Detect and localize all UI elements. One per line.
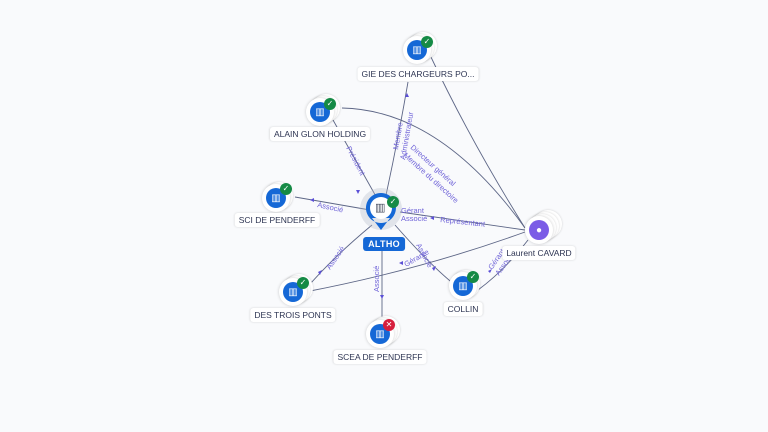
node-disc: ● xyxy=(525,216,553,244)
building-icon: ▥ xyxy=(412,44,422,56)
edge-label: Associé xyxy=(317,200,345,214)
arrow-marker xyxy=(310,198,314,202)
person-icon: ● xyxy=(535,224,543,236)
center-node-label[interactable]: ALTHO xyxy=(363,237,405,251)
edge-center-laurent[interactable] xyxy=(399,211,526,231)
arrow-marker xyxy=(430,216,434,220)
node-label[interactable]: DES TROIS PONTS xyxy=(250,308,336,322)
node-label[interactable]: COLLIN xyxy=(443,302,483,316)
edge-label: Représentant xyxy=(440,215,487,229)
edge-center-sci[interactable] xyxy=(294,196,371,211)
status-badge-active: ✓ xyxy=(467,271,479,283)
node-label[interactable]: SCEA DE PENDERFF xyxy=(333,350,427,364)
edge-label: Associé xyxy=(372,266,381,292)
status-badge-closed: ✕ xyxy=(383,319,395,331)
status-badge-active: ✓ xyxy=(280,183,292,195)
edge-label: Gérant xyxy=(401,206,425,215)
arrow-marker xyxy=(405,93,409,97)
edge-label: Associé xyxy=(401,214,427,223)
building-icon: ▥ xyxy=(375,202,386,214)
arrow-marker xyxy=(380,295,384,299)
edge-center-gie[interactable] xyxy=(384,81,409,201)
edge-laurent-alain[interactable] xyxy=(341,107,526,229)
status-badge-active: ✓ xyxy=(421,36,433,48)
building-icon: ▥ xyxy=(288,286,298,298)
building-icon: ▥ xyxy=(271,192,281,204)
node-label[interactable]: SCI DE PENDERFF xyxy=(234,213,320,227)
status-badge-active: ✓ xyxy=(324,98,336,110)
status-badge-active: ✓ xyxy=(387,196,399,208)
edge-label: Associé xyxy=(324,244,346,271)
building-icon: ▥ xyxy=(315,106,325,118)
node-label[interactable]: Laurent CAVARD xyxy=(502,246,576,260)
arrow-marker xyxy=(488,269,492,273)
node-label[interactable]: GIE DES CHARGEURS PO... xyxy=(357,67,479,81)
edge-center-alain[interactable] xyxy=(332,119,379,201)
status-badge-active: ✓ xyxy=(297,277,309,289)
edge-label: Président xyxy=(344,145,367,178)
node-disc: ▥ xyxy=(262,184,290,212)
arrow-marker xyxy=(356,190,360,194)
edge-laurent-trois[interactable] xyxy=(304,231,526,293)
building-icon: ▥ xyxy=(458,280,468,292)
node-label[interactable]: ALAIN GLON HOLDING xyxy=(269,127,371,141)
arrow-marker xyxy=(318,270,322,275)
edge-laurent-collin[interactable] xyxy=(477,239,529,291)
arrow-marker xyxy=(432,266,436,271)
arrow-marker xyxy=(399,261,403,265)
building-icon: ▥ xyxy=(375,328,385,340)
